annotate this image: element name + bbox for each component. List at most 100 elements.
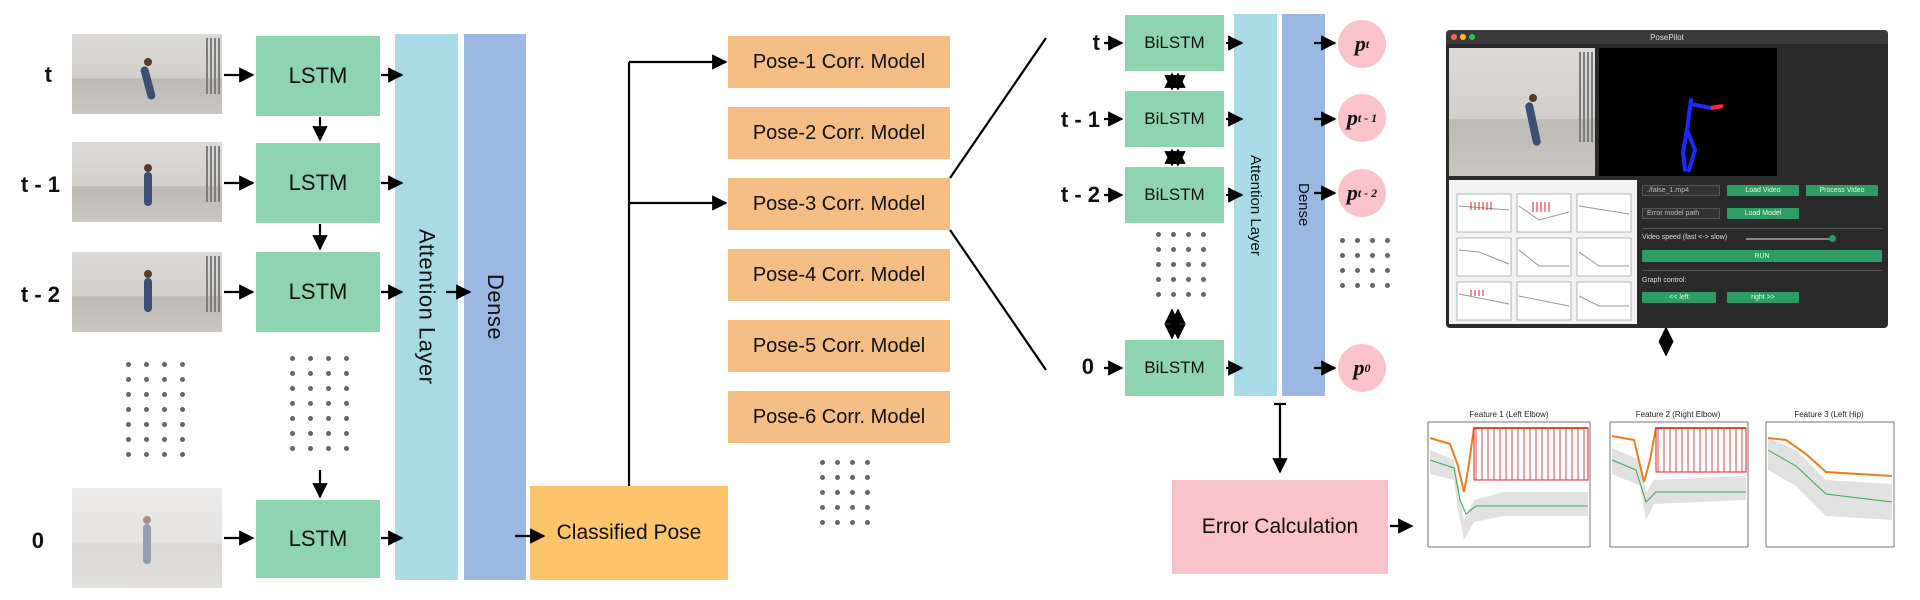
dot xyxy=(1156,277,1161,282)
dot xyxy=(144,407,149,412)
load-video-button[interactable]: Load Video xyxy=(1727,185,1799,196)
dot xyxy=(126,407,131,412)
corr-model-2: Pose-2 Corr. Model xyxy=(728,107,950,159)
dot xyxy=(326,431,331,436)
detail-attention-layer: Attention Layer xyxy=(1234,14,1277,396)
app-plot-grid xyxy=(1449,180,1637,324)
attention-layer: Attention Layer xyxy=(395,34,458,580)
dot xyxy=(1171,277,1176,282)
graph-left-button[interactable]: << left xyxy=(1642,292,1716,303)
close-window-icon[interactable] xyxy=(1451,34,1457,40)
dot xyxy=(1355,268,1360,273)
posepilot-app-window: PosePilot xyxy=(1446,30,1888,328)
dot xyxy=(1201,262,1206,267)
dot xyxy=(162,407,167,412)
dot xyxy=(308,371,313,376)
dot xyxy=(850,505,855,510)
dot xyxy=(326,371,331,376)
dot xyxy=(180,377,185,382)
video-file-field[interactable]: ./false_1.mp4 xyxy=(1642,185,1720,196)
video-speed-slider[interactable] xyxy=(1746,235,1836,242)
dot xyxy=(1201,292,1206,297)
corr-model-3: Pose-3 Corr. Model xyxy=(728,178,950,230)
dot xyxy=(344,356,349,361)
feature-plot-2: Feature 2 (Right Elbow) xyxy=(1600,410,1750,560)
error-model-path-field[interactable]: Error model path xyxy=(1642,208,1720,219)
dot xyxy=(1385,268,1390,273)
detail-time-label-0: 0 xyxy=(1081,354,1094,379)
dot xyxy=(1156,292,1161,297)
dot xyxy=(162,362,167,367)
dot xyxy=(290,401,295,406)
dot xyxy=(835,490,840,495)
app-skeleton-view xyxy=(1599,48,1777,176)
slider-handle[interactable] xyxy=(1829,235,1836,242)
dot xyxy=(865,475,870,480)
process-video-button[interactable]: Process Video xyxy=(1806,185,1878,196)
load-model-button[interactable]: Load Model xyxy=(1727,208,1799,219)
time-label-t: t xyxy=(44,62,52,87)
dot xyxy=(820,505,825,510)
dot xyxy=(1201,232,1206,237)
ellipsis-dots-outputs xyxy=(1340,238,1390,288)
dot xyxy=(1370,268,1375,273)
detail-time-label-t: t xyxy=(1092,30,1100,55)
feature-plot-1-title: Feature 1 (Left Elbow) xyxy=(1469,410,1549,419)
dot xyxy=(126,392,131,397)
dot xyxy=(344,371,349,376)
dot xyxy=(1340,283,1345,288)
dot xyxy=(1370,253,1375,258)
dot xyxy=(835,460,840,465)
dot xyxy=(1186,232,1191,237)
ellipsis-dots-frames xyxy=(126,362,185,457)
dot xyxy=(162,452,167,457)
dot xyxy=(290,386,295,391)
dot xyxy=(126,362,131,367)
dot xyxy=(290,371,295,376)
bilstm-block-t: BiLSTM xyxy=(1125,15,1224,71)
dot xyxy=(126,422,131,427)
dot xyxy=(820,490,825,495)
dot xyxy=(1156,247,1161,252)
dot xyxy=(1186,262,1191,267)
dot xyxy=(1156,262,1161,267)
dot xyxy=(308,356,313,361)
lstm-block-t: LSTM xyxy=(256,36,380,116)
lstm-block-t-2: LSTM xyxy=(256,252,380,332)
dot xyxy=(144,437,149,442)
dot xyxy=(308,401,313,406)
maximize-window-icon[interactable] xyxy=(1469,34,1475,40)
dot xyxy=(144,392,149,397)
dot xyxy=(126,437,131,442)
dot xyxy=(290,431,295,436)
dot xyxy=(290,416,295,421)
dot xyxy=(1201,277,1206,282)
dot xyxy=(1385,283,1390,288)
dot xyxy=(820,460,825,465)
run-button[interactable]: RUN xyxy=(1642,250,1882,262)
dot xyxy=(1355,283,1360,288)
graph-right-button[interactable]: right >> xyxy=(1727,292,1799,303)
dot xyxy=(126,452,131,457)
ellipsis-dots-lstm xyxy=(290,356,349,451)
graph-control-label: Graph control: xyxy=(1642,277,1687,284)
dot xyxy=(1370,283,1375,288)
feature-plot-3-title: Feature 3 (Left Hip) xyxy=(1794,410,1864,419)
dot xyxy=(1171,262,1176,267)
dot xyxy=(1385,253,1390,258)
video-frame-t-2 xyxy=(72,252,222,332)
dot xyxy=(850,490,855,495)
dot xyxy=(865,520,870,525)
minimize-window-icon[interactable] xyxy=(1460,34,1466,40)
dot xyxy=(1171,247,1176,252)
ellipsis-dots-bilstm xyxy=(1156,232,1206,297)
detail-time-label-t-1: t - 1 xyxy=(1060,107,1100,132)
dot xyxy=(344,416,349,421)
dot xyxy=(1156,232,1161,237)
dot xyxy=(326,386,331,391)
detail-time-label-t-2: t - 2 xyxy=(1060,182,1100,207)
error-calculation-block: Error Calculation xyxy=(1172,480,1388,574)
bilstm-block-t-1: BiLSTM xyxy=(1125,91,1224,147)
